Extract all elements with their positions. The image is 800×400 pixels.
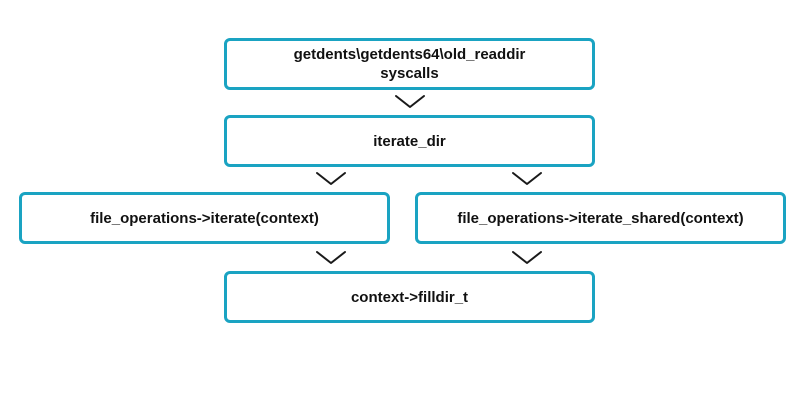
chevron-down-icon [316, 172, 346, 185]
node-file-operations-iterate-shared-label: file_operations->iterate_shared(context) [457, 209, 744, 227]
node-iterate-dir: iterate_dir [224, 115, 595, 167]
node-file-operations-iterate-shared: file_operations->iterate_shared(context) [415, 192, 786, 244]
chevron-down-icon [395, 95, 425, 108]
node-filldir-label: context->filldir_t [350, 288, 469, 306]
chevron-down-icon [512, 251, 542, 264]
node-filldir: context->filldir_t [224, 271, 595, 323]
node-file-operations-iterate: file_operations->iterate(context) [19, 192, 390, 244]
node-iterate-dir-label: iterate_dir [373, 132, 446, 150]
node-syscalls-label: getdents\getdents64\old_readdir syscalls [293, 46, 526, 82]
node-file-operations-iterate-label: file_operations->iterate(context) [90, 209, 319, 227]
chevron-down-icon [512, 172, 542, 185]
node-syscalls: getdents\getdents64\old_readdir syscalls [224, 38, 595, 90]
chevron-down-icon [316, 251, 346, 264]
